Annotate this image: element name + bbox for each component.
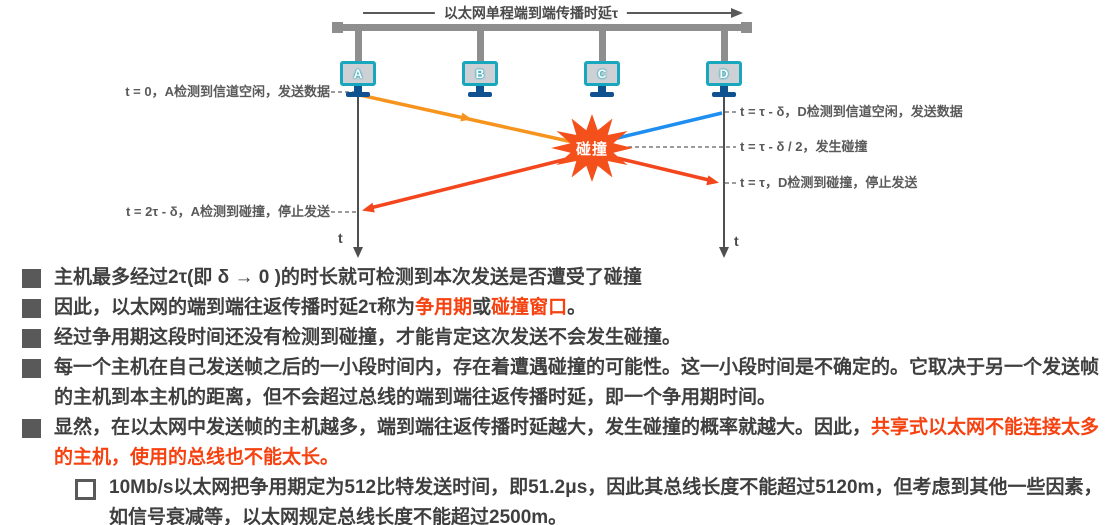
ethernet-bus [332,24,752,31]
host-a-time-axis-arrowhead-icon [353,247,363,258]
bullet-item: 每一个主机在自己发送帧之后的一小段时间内，存在着遭遇碰撞的可能性。这一小段时间是… [20,353,1113,413]
host-letter: A [353,66,363,81]
host-monitor-icon: A [340,61,376,86]
time-axis-label-right: t [734,233,739,249]
filled-square-bullet-icon [22,329,41,348]
diagram-lines [331,8,743,258]
host-d-time-axis-arrowhead-icon [719,247,729,258]
bullet-item: 10Mb/s以太网把争用期定为512比特发送时间，即51.2μs，因此其总线长度… [73,473,1113,525]
bullet-text: 每一个主机在自己发送帧之后的一小段时间内，存在着遭遇碰撞的可能性。这一小段时间是… [54,357,1100,408]
bullet-list: 主机最多经过2τ(即 δ → 0 )的时长就可检测到本次发送是否遭受了碰撞因此，… [20,263,1113,525]
signal-a-line [359,93,587,147]
drop-cable [477,29,484,64]
host-letter: B [475,66,485,81]
monitor-stand [720,86,728,92]
time-axis-label-left: t [338,230,343,246]
bullet-text: 经过争用期这段时间还没有检测到碰撞，才能肯定这次发送不会发生碰撞。 [54,327,682,348]
collision-to-a-arrowhead-icon [362,202,375,213]
collision-label: 碰撞 [575,140,608,158]
bullet-item: 因此，以太网的端到端往返传播时延2τ称为争用期或碰撞窗口。 [20,293,1113,323]
event-label-a-stop: t = 2τ - δ，A检测到碰撞，停止发送 [125,204,330,219]
signal-d-line [600,111,723,144]
propagation-delay-arrowhead-icon [731,8,743,18]
event-label-a-start: t = 0，A检测到信道空闲，发送数据 [125,84,330,99]
host-monitor-icon: B [462,61,498,86]
monitor-base [468,92,492,97]
bullet-item: 经过争用期这段时间还没有检测到碰撞，才能肯定这次发送不会发生碰撞。 [20,323,1113,353]
bullet-text: 10Mb/s以太网把争用期定为512比特发送时间，即51.2μs，因此其总线长度… [109,477,1103,525]
monitor-stand [476,86,484,92]
host-letter: D [719,66,729,81]
bus-end-cap [741,22,752,33]
host-c: C [584,61,620,97]
bullet-text: 主机最多经过2τ(即 δ → 0 )的时长就可检测到本次发送是否遭受了碰撞 [54,267,642,288]
filled-square-bullet-icon [22,269,41,288]
filled-square-bullet-icon [22,359,41,378]
drop-cable [721,29,728,64]
drop-cable [355,29,362,64]
bullet-item: 显然，在以太网中发送帧的主机越多，端到端往返传播时延越大，发生碰撞的概率就越大。… [20,413,1113,473]
collision-to-a-line [369,150,596,210]
drop-cable [599,29,606,64]
monitor-base [712,92,736,97]
event-label-collision: t = τ - δ / 2，发生碰撞 [740,139,868,154]
monitor-base [346,92,370,97]
bullet-text: 显然，在以太网中发送帧的主机越多，端到端往返传播时延越大，发生碰撞的概率就越大。… [54,417,1100,468]
host-monitor-icon: C [584,61,620,86]
monitor-stand [598,86,606,92]
event-label-d-start: t = τ - δ，D检测到信道空闲，发送数据 [740,104,963,119]
host-letter: C [597,66,607,81]
host-b: B [462,61,498,97]
monitor-base [590,92,614,97]
host-d: D [706,61,742,97]
host-monitor-icon: D [706,61,742,86]
bullet-text: 因此，以太网的端到端往返传播时延2τ称为争用期或碰撞窗口。 [54,297,587,318]
host-a: A [340,61,376,97]
filled-square-bullet-icon [22,299,41,318]
hollow-square-bullet-icon [75,479,96,500]
collision-to-d-arrowhead-icon [706,175,719,186]
bullet-item: 主机最多经过2τ(即 δ → 0 )的时长就可检测到本次发送是否遭受了碰撞 [20,263,1113,293]
signal-a-arrowhead-icon [460,112,472,122]
monitor-stand [354,86,362,92]
propagation-delay-label: 以太网单程端到端传播时延τ [434,5,628,21]
event-label-d-stop: t = τ，D检测到碰撞，停止发送 [740,175,918,190]
bus-end-cap [332,22,343,33]
filled-square-bullet-icon [22,419,41,438]
